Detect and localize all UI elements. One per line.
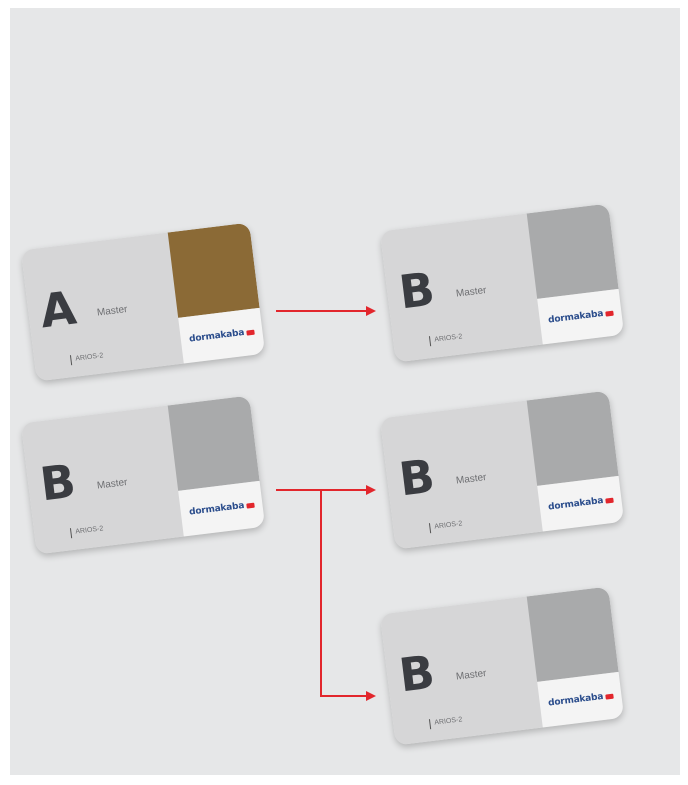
arrow-b-to-b-lower	[320, 490, 376, 701]
